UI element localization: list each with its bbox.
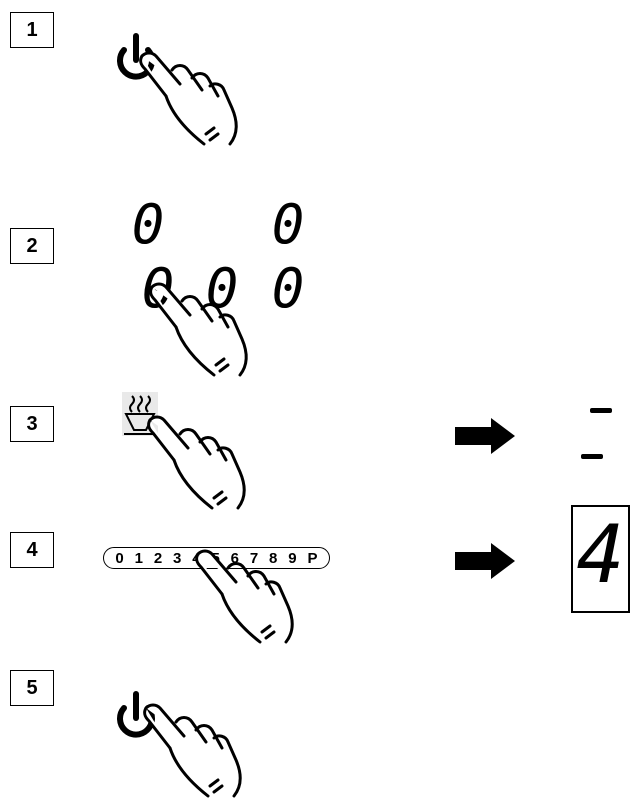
step-label: 3 (26, 413, 37, 436)
step1-illustration (100, 20, 260, 150)
dash-bottom: - (581, 454, 603, 459)
scale-item[interactable]: 0 (115, 550, 123, 567)
step-number-4: 4 (10, 532, 54, 568)
scale-item[interactable]: 1 (135, 550, 143, 567)
digit-top-right: 0 (272, 193, 305, 256)
step-label: 4 (26, 539, 37, 562)
digit-bottom-right: 0 (272, 257, 305, 320)
step-number-1: 1 (10, 12, 54, 48)
scale-item[interactable]: 2 (154, 550, 162, 567)
step-number-3: 3 (10, 406, 54, 442)
arrow-right-icon (455, 418, 517, 454)
digit-bottom-middle: 0 (206, 257, 239, 320)
scale-item[interactable]: 3 (173, 550, 181, 567)
pointing-hand-icon (145, 705, 241, 796)
power-level-display: 4 (571, 505, 630, 613)
pointing-hand-icon (141, 53, 237, 144)
step-number-2: 2 (10, 228, 54, 264)
step3-illustration (120, 390, 280, 500)
pointing-hand-icon (149, 417, 245, 508)
step-label: 1 (26, 19, 37, 42)
dash-top: - (590, 408, 612, 413)
arrow-right-icon (455, 543, 517, 579)
pointing-hand-icon (197, 551, 293, 642)
power-level-digit: 4 (573, 515, 628, 595)
step-number-5: 5 (10, 670, 54, 706)
digit-top-left: 0 (132, 193, 165, 256)
step2-illustration: 0 0 0 0 0 (130, 195, 320, 355)
step-label: 2 (26, 235, 37, 258)
step-label: 5 (26, 677, 37, 700)
step5-illustration (100, 680, 270, 800)
step4-hand (190, 548, 320, 658)
